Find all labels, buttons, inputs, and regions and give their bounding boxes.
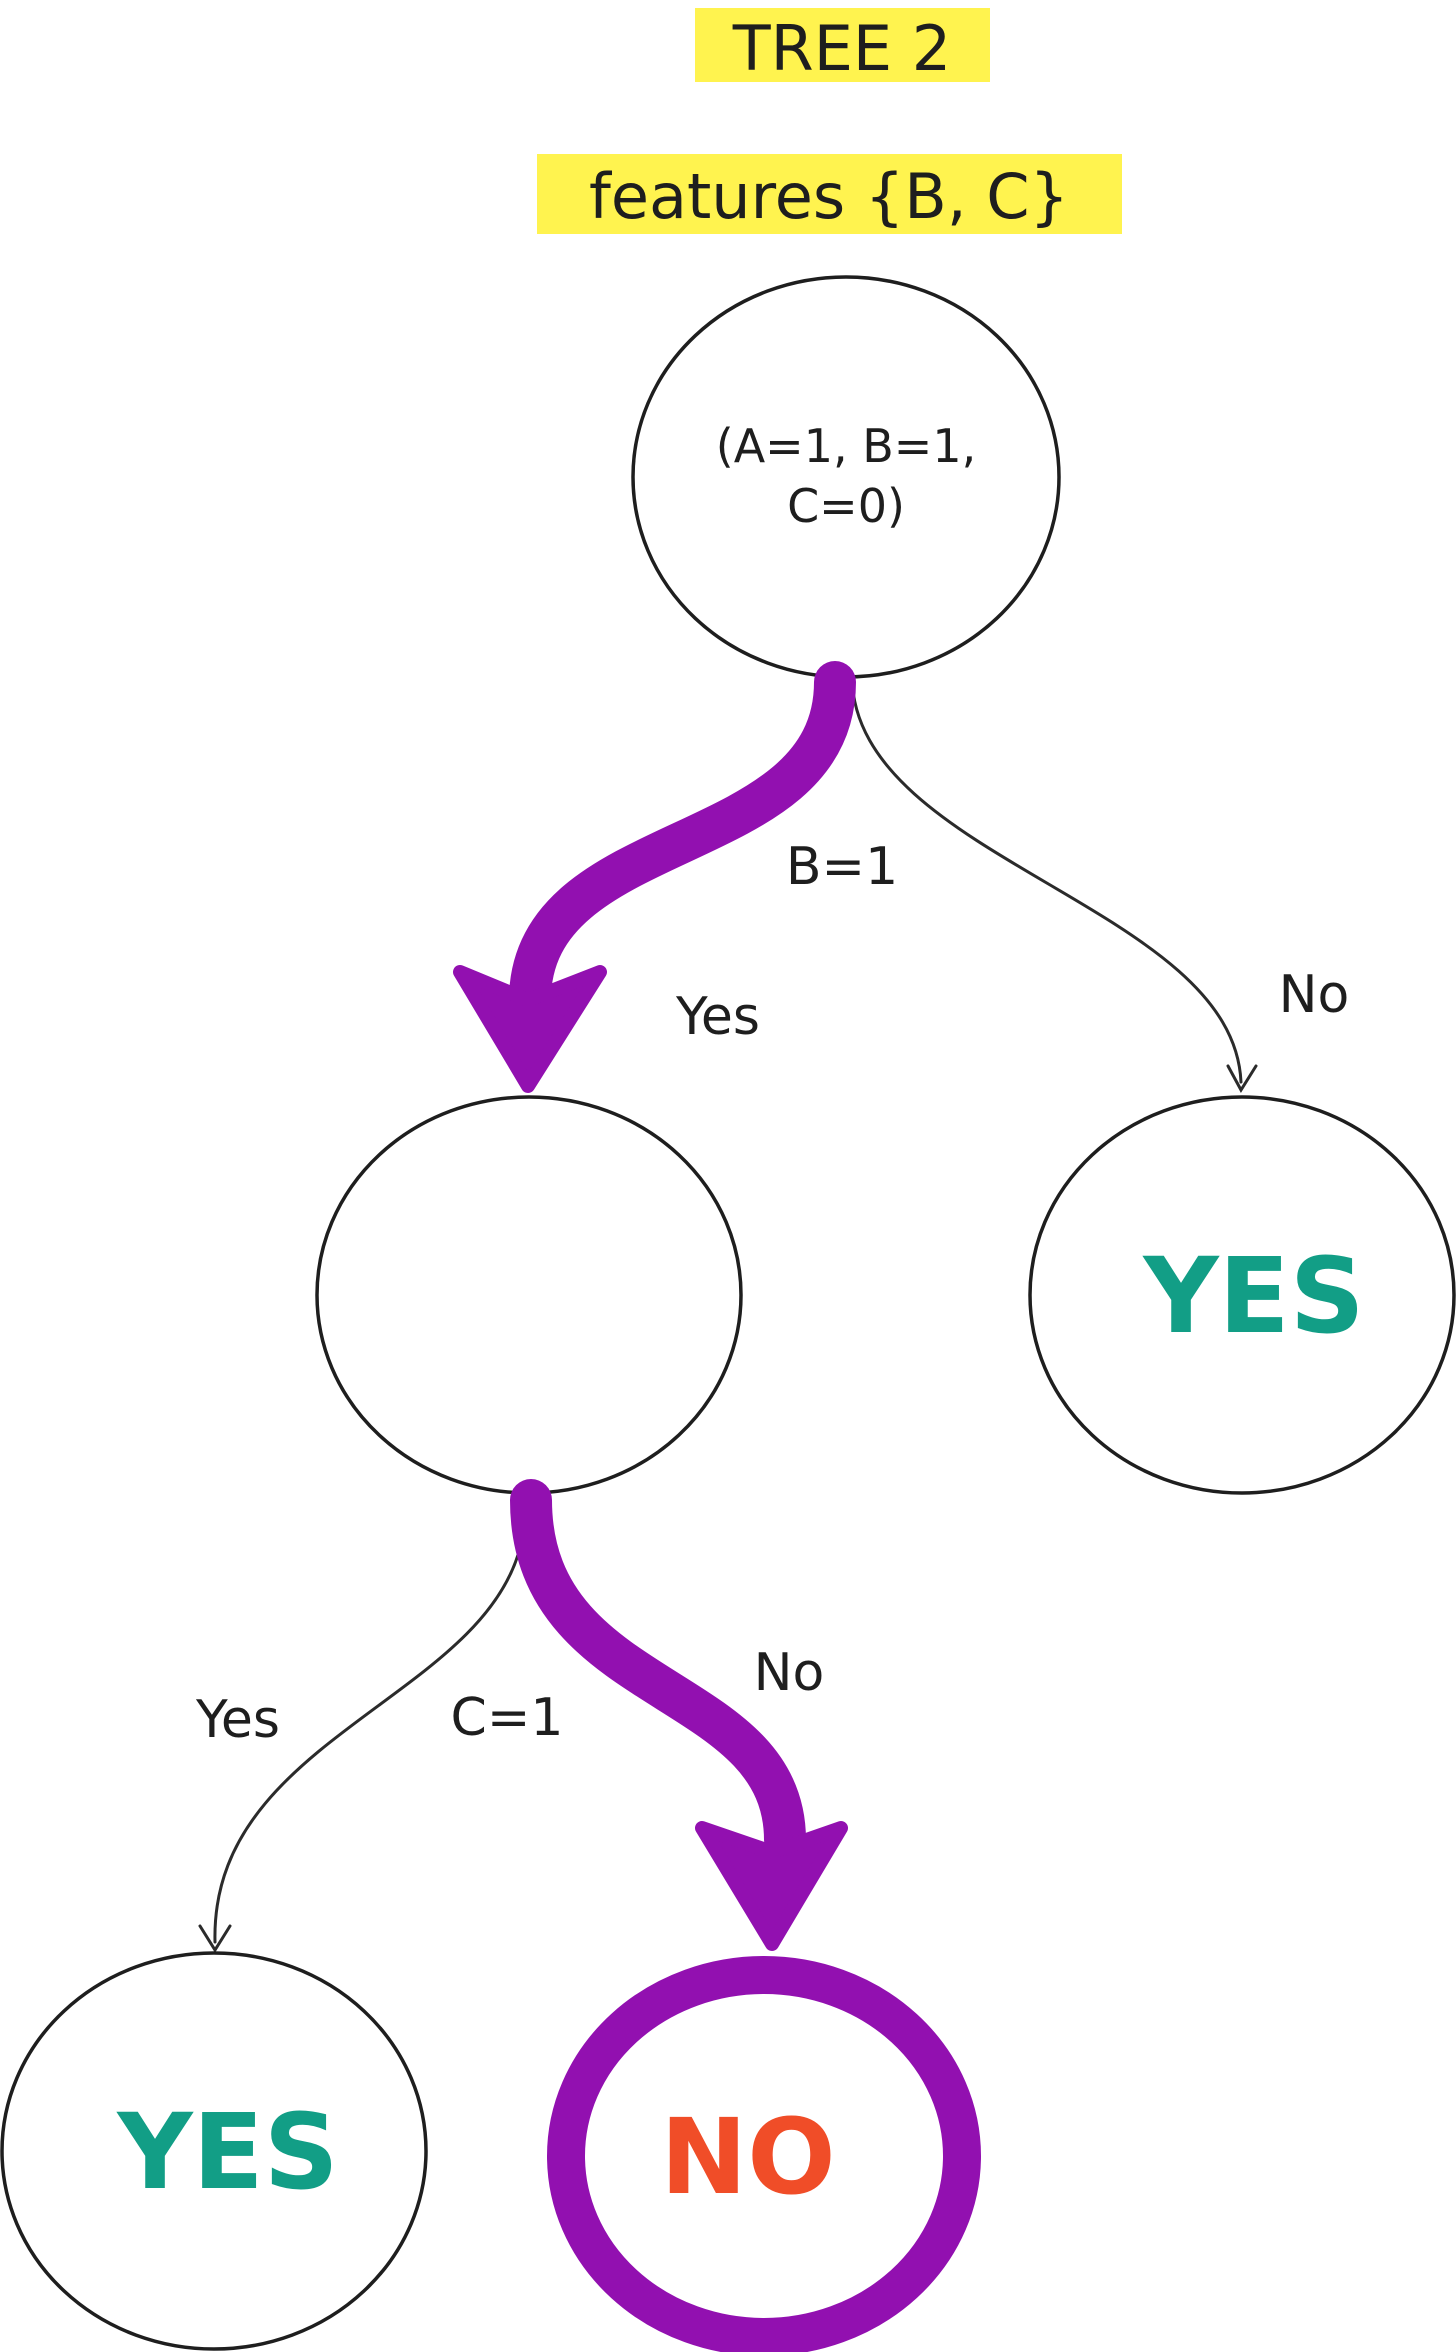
edge-root-yes-arrowhead bbox=[453, 965, 607, 1093]
features-subtitle: features {B, C} bbox=[589, 160, 1069, 233]
root-node bbox=[631, 275, 1061, 679]
tree-title: TREE 2 bbox=[732, 12, 951, 85]
edge-middle-no-highlight bbox=[510, 1479, 806, 1861]
edge-middle-yes bbox=[213, 1546, 522, 1944]
edge-middle-yes-arrow bbox=[198, 1924, 232, 1953]
edge-root-no-arrow bbox=[1226, 1064, 1258, 1093]
middle-split-label: C=1 bbox=[451, 1688, 564, 1748]
edge-root-yes-highlight bbox=[509, 661, 856, 1021]
middle-no-label: No bbox=[754, 1643, 825, 1703]
root-node-label-line2: C=0) bbox=[787, 479, 905, 533]
root-yes-label: Yes bbox=[675, 987, 760, 1047]
right-leaf-label: YES bbox=[1141, 1235, 1364, 1357]
bottom-left-leaf-node bbox=[0, 1951, 428, 2351]
edge-root-no bbox=[850, 675, 1243, 1084]
root-no-label: No bbox=[1279, 965, 1350, 1025]
root-split-label: B=1 bbox=[786, 837, 898, 897]
middle-node bbox=[315, 1095, 743, 1495]
bottom-right-leaf-label: NO bbox=[660, 2096, 835, 2218]
right-leaf-node bbox=[1028, 1095, 1456, 1495]
edge-middle-no-arrowhead bbox=[695, 1821, 848, 1951]
title-highlight-1 bbox=[695, 8, 990, 82]
bottom-right-leaf-node bbox=[547, 1956, 981, 2352]
title-highlight-2 bbox=[537, 154, 1122, 234]
bottom-left-leaf-label: YES bbox=[115, 2091, 338, 2213]
root-node-label-line1: (A=1, B=1, bbox=[716, 419, 976, 473]
middle-yes-label: Yes bbox=[195, 1690, 280, 1750]
